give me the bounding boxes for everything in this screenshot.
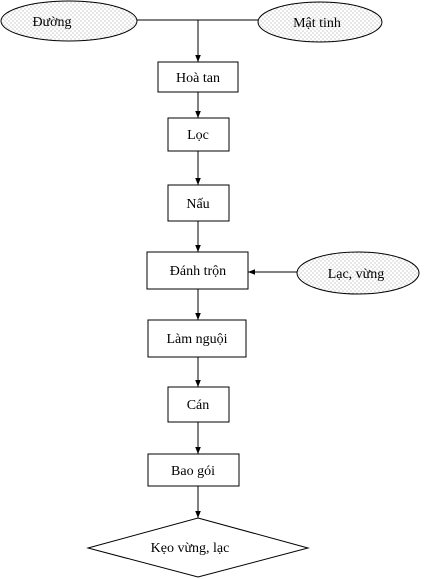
- input-mat-tinh-ellipse: [257, 1, 383, 43]
- step-bao-goi-box: [147, 453, 240, 487]
- step-loc-label: Lọc: [187, 128, 209, 143]
- step-can-label: Cán: [187, 398, 210, 413]
- step-lam-nguoi-box: [147, 319, 247, 358]
- step-hoa-tan: Hoà tan: [157, 61, 239, 93]
- step-danh-tron-label: Đánh trộn: [170, 264, 226, 279]
- step-nau-label: Nấu: [186, 197, 209, 212]
- input-duong-ellipse: [0, 0, 138, 42]
- connectors: [137, 19, 297, 518]
- step-lam-nguoi-label: Làm nguội: [166, 332, 227, 347]
- step-loc: Lọc: [167, 117, 230, 152]
- input-mat-tinh: Mật tinh: [257, 1, 383, 43]
- output-keo-vung-lac-diamond: [86, 517, 310, 578]
- step-danh-tron: Đánh trộn: [146, 251, 249, 290]
- step-hoa-tan-label: Hoà tan: [176, 71, 220, 86]
- step-bao-goi: Bao gói: [147, 453, 240, 487]
- input-duong-label: Đường: [32, 15, 71, 30]
- output-keo-vung-lac: Kẹo vừng, lạc: [86, 517, 310, 578]
- input-lac-vung-ellipse: [296, 251, 420, 295]
- step-can: Cán: [167, 386, 230, 423]
- input-lac-vung: Lạc, vừng: [296, 251, 420, 295]
- output-keo-vung-lac-label: Kẹo vừng, lạc: [151, 541, 230, 556]
- input-lac-vung-label: Lạc, vừng: [328, 267, 385, 282]
- step-bao-goi-label: Bao gói: [171, 464, 215, 479]
- step-nau: Nấu: [167, 184, 230, 222]
- step-can-box: [167, 386, 230, 423]
- step-hoa-tan-box: [157, 61, 239, 93]
- step-loc-box: [167, 117, 230, 152]
- step-danh-tron-box: [146, 251, 249, 290]
- input-duong: Đường: [0, 0, 138, 42]
- input-mat-tinh-label: Mật tinh: [293, 16, 341, 31]
- step-lam-nguoi: Làm nguội: [147, 319, 247, 358]
- step-nau-box: [167, 184, 230, 222]
